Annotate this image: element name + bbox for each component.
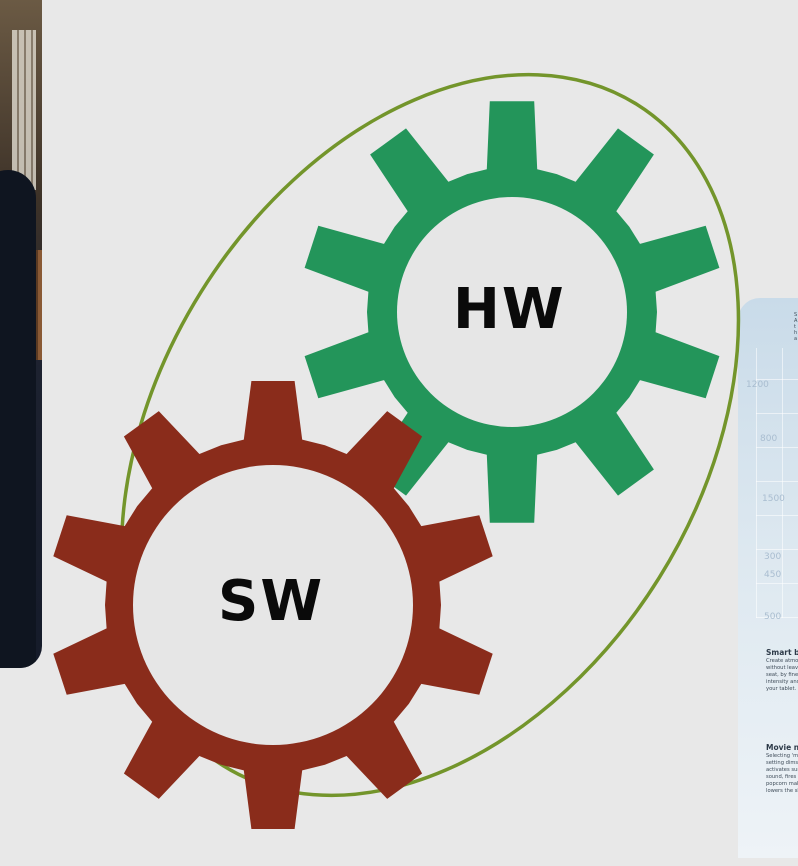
caption-text: Create atmosphere without leaving your s…: [766, 658, 798, 692]
infographic-grid: [756, 348, 798, 618]
axis-number: 1500: [762, 494, 785, 504]
sw-gear-center: [133, 465, 413, 745]
caption-title: Smart bulbs: [766, 648, 798, 657]
caption-title: Movie night: [766, 743, 798, 752]
axis-number: 500: [764, 612, 782, 622]
axis-number: 300: [764, 552, 782, 562]
person-photo: [0, 0, 42, 668]
axis-number: 450: [764, 570, 782, 580]
hw-label: HW: [453, 277, 566, 342]
person-silhouette: [0, 170, 36, 668]
sw-label: SW: [218, 569, 325, 634]
axis-number: 1200: [746, 380, 769, 390]
window-background: [12, 30, 36, 190]
caption-text: Selecting 'movie' setting dims the light…: [766, 753, 798, 794]
hw-gear-center: [397, 197, 627, 427]
axis-number: 800: [760, 434, 778, 444]
